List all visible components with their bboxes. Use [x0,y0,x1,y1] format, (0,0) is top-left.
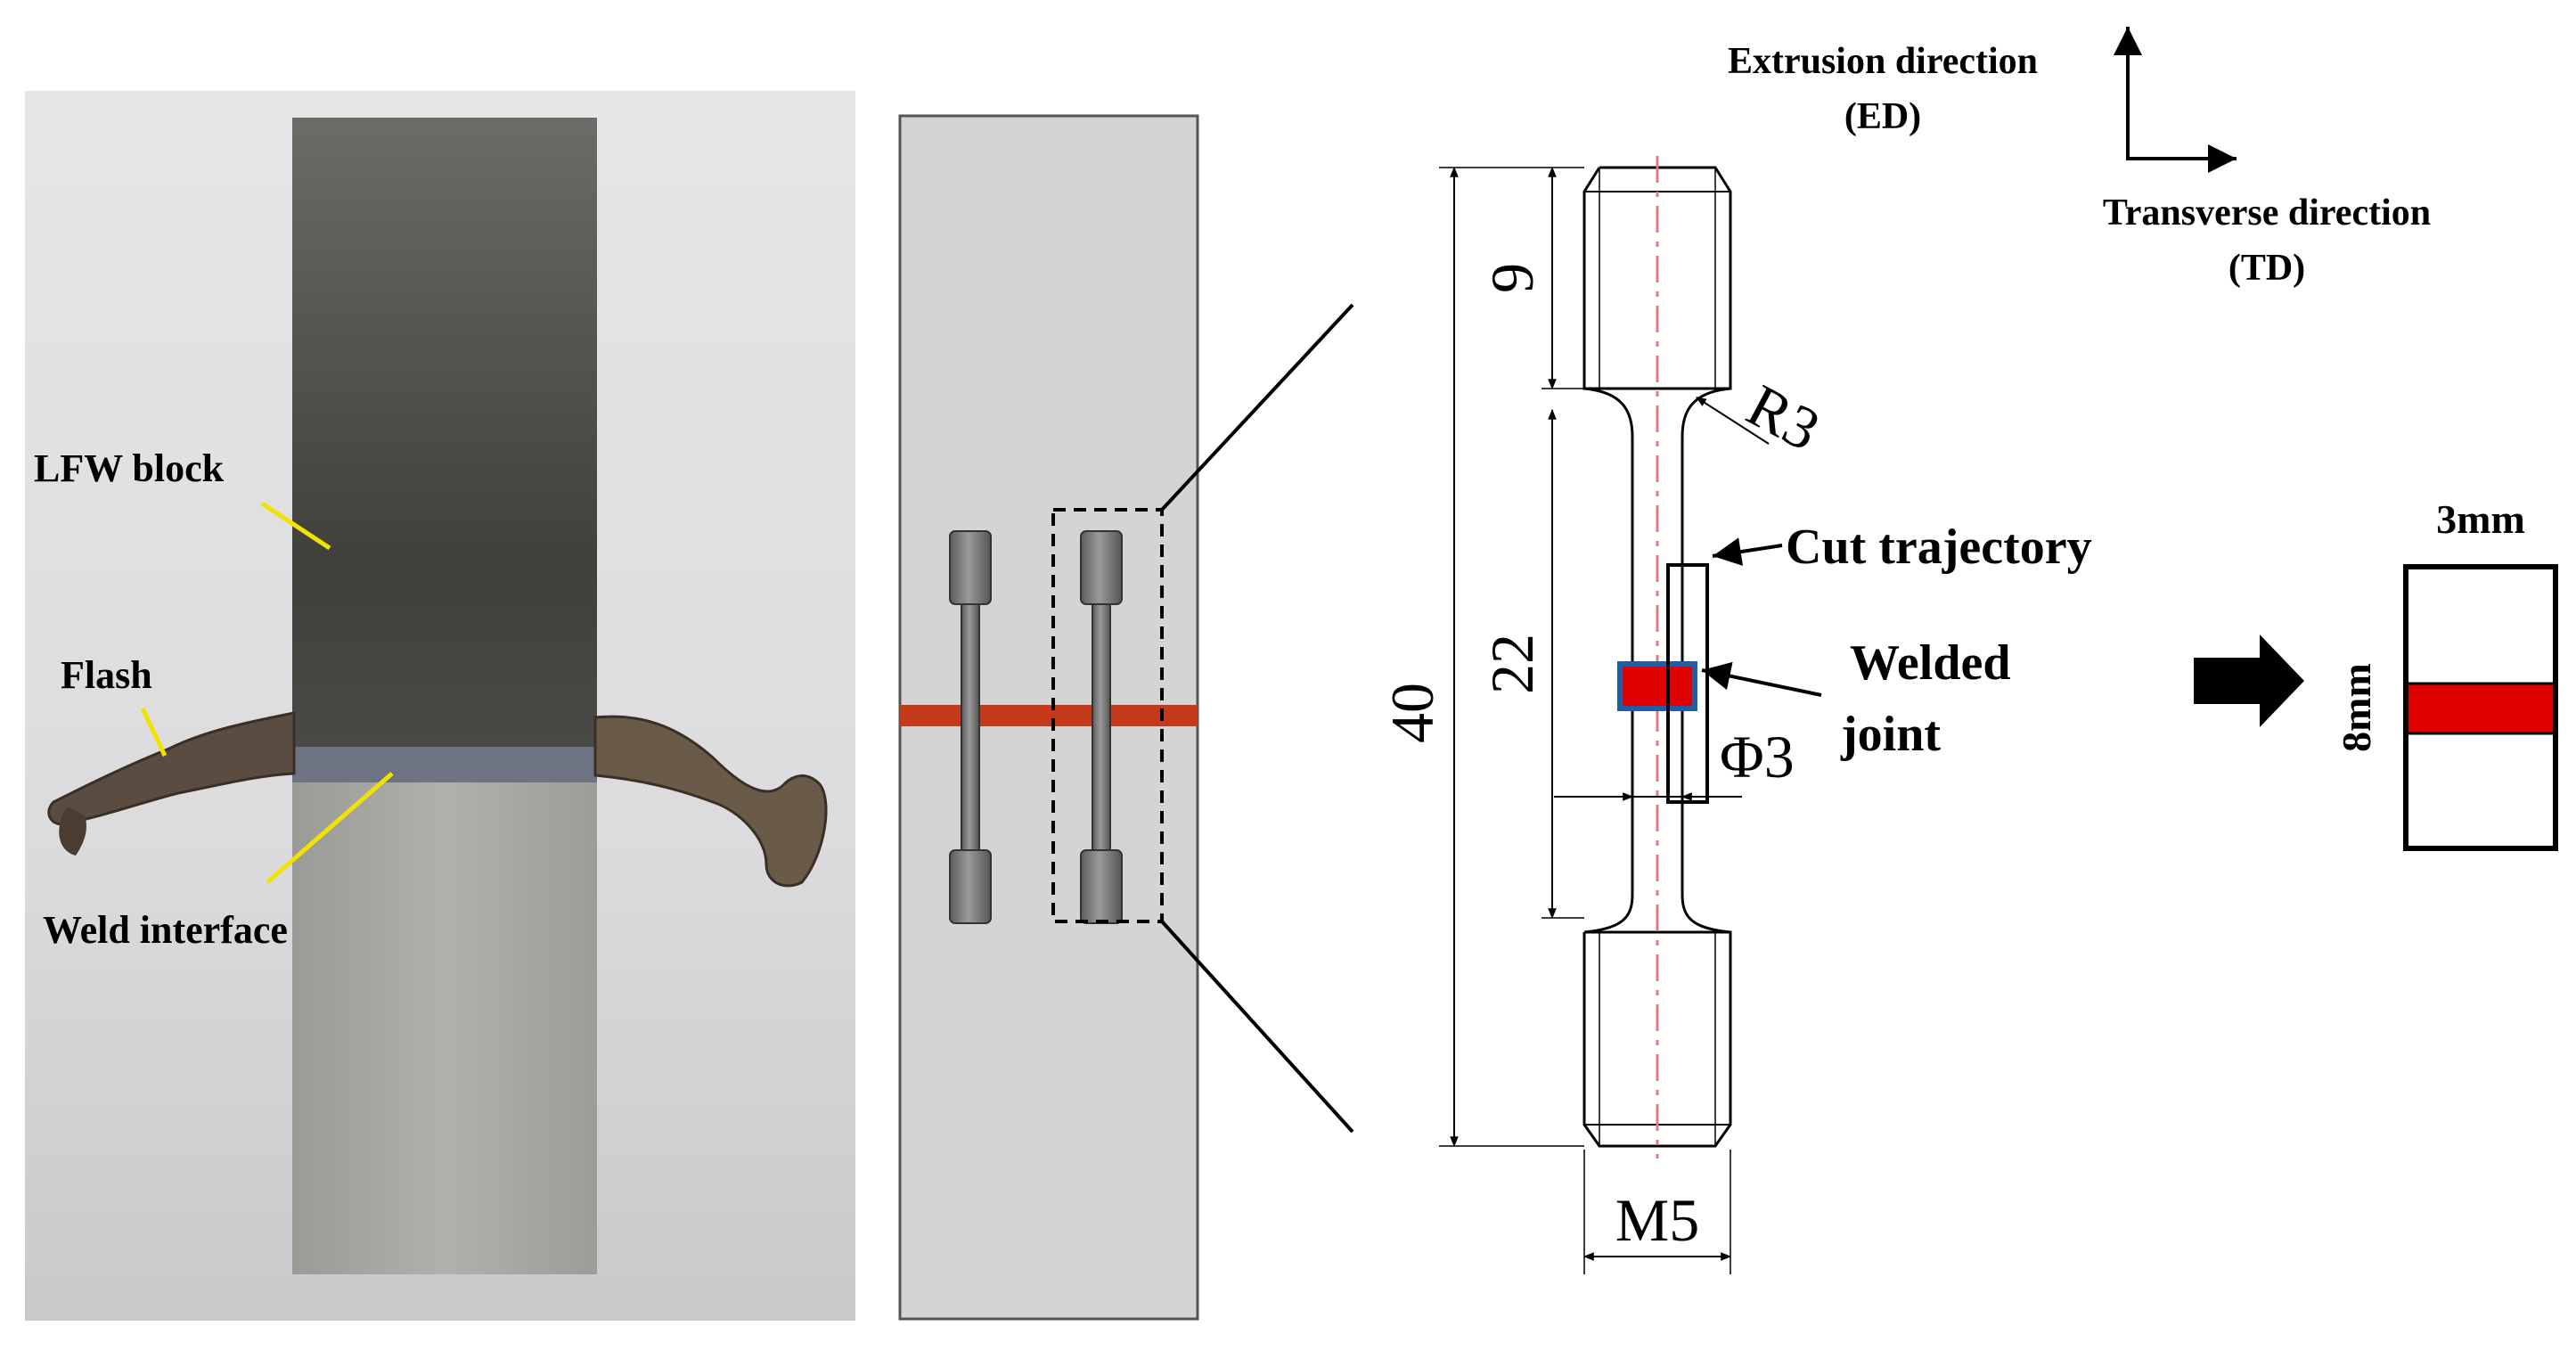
dim-22: 22 [1478,634,1546,694]
leader-flash [140,707,168,757]
lfw-block-upper [292,118,597,759]
dim-r3: R3 [1737,371,1831,463]
leader-interface [266,772,394,884]
label-lfw-block: LFW block [34,446,225,490]
direction-axes: Extrusion direction (ED) Transverse dire… [1728,27,2431,289]
label-flash: Flash [61,653,152,697]
leader-block [260,501,331,551]
lfw-block-lower [292,759,597,1274]
label-section-width: 3mm [2436,496,2525,542]
weld-band [900,705,1198,726]
label-cut-trajectory: Cut trajectory [1786,520,2092,575]
flash-left-curl [59,807,86,856]
label-weld-interface: Weld interface [43,908,288,952]
specimen-drawing: 40 9 22 R3 Φ3 M5 Cut trajectory Welded j… [1378,156,2092,1274]
section-weld-band [2408,684,2553,733]
zoom-line-bottom [1160,920,1354,1134]
zoom-line-top [1160,303,1354,512]
label-welded: Welded [1850,635,2010,691]
label-joint: joint [1840,707,1941,762]
label-td: (TD) [2228,248,2305,289]
flash-right [593,715,828,888]
selection-box [1051,508,1164,923]
plate-panel [898,114,1354,1321]
arrow-cut-trajectory [1712,537,1783,566]
dim-40: 40 [1378,683,1446,743]
dim-m5: M5 [1615,1186,1699,1254]
dim-9: 9 [1478,263,1546,293]
big-arrow [2194,635,2304,727]
specimen-left [949,530,992,924]
cross-section-panel: 3mm 8mm [2194,496,2558,851]
label-transverse: Transverse direction [2103,192,2431,233]
photo-panel: LFW block Flash Weld interface [25,91,855,1321]
label-section-height: 8mm [2334,663,2379,752]
welded-joint-box [1617,661,1697,711]
weld-seam [292,747,597,782]
dim-phi3: Φ3 [1720,723,1795,790]
flash-left [47,711,296,826]
label-extrusion: Extrusion direction [1728,41,2038,82]
arrow-welded-joint [1701,661,1822,697]
specimen-right [1080,530,1123,924]
label-ed: (ED) [1844,96,1921,137]
